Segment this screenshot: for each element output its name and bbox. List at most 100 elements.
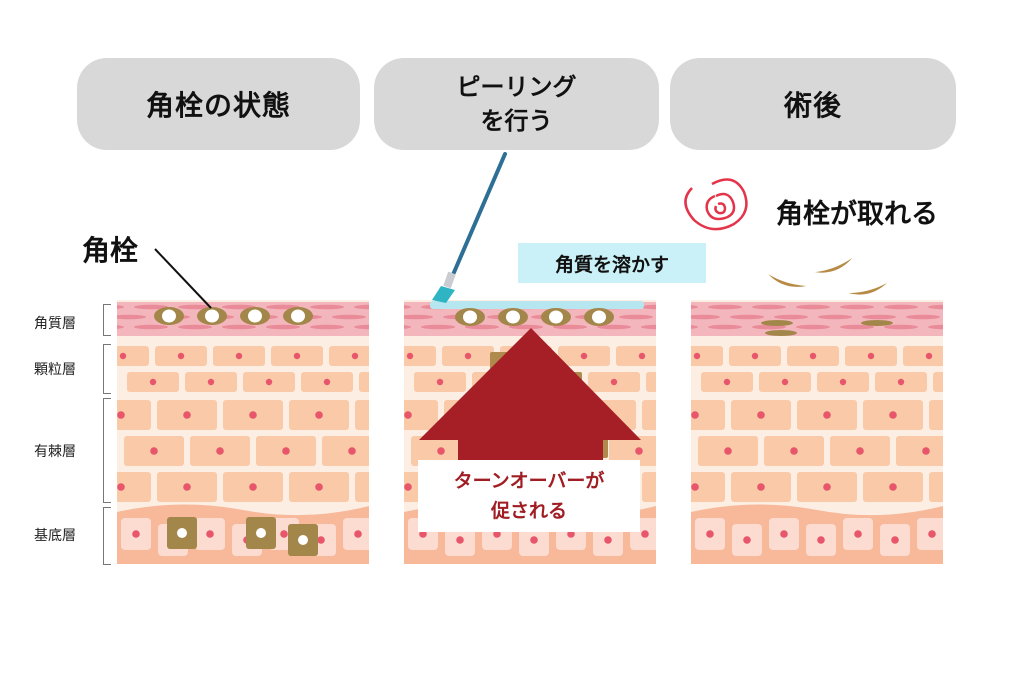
spinous-cell — [929, 472, 943, 502]
corneum-cell-line — [222, 324, 256, 330]
spinous-nucleus — [691, 411, 699, 419]
brush-icon — [432, 152, 507, 303]
granular-nucleus — [177, 352, 185, 360]
granular-cell — [359, 372, 369, 392]
corneum-cell-line — [553, 324, 587, 330]
corneum-cell-line — [178, 324, 212, 330]
basal-nucleus — [641, 530, 649, 538]
granular-nucleus — [897, 378, 905, 386]
basal-nucleus — [530, 536, 538, 544]
spinous-cell — [691, 400, 725, 430]
basal-nucleus — [456, 536, 464, 544]
corneum-cell-line — [840, 304, 874, 310]
granular-nucleus — [464, 352, 472, 360]
spinous-nucleus — [724, 447, 732, 455]
bracket-basal — [103, 507, 111, 565]
corneum-cell-line — [465, 324, 499, 330]
spinous-nucleus — [117, 483, 125, 491]
basal-nucleus — [317, 536, 325, 544]
header-before-label: 角栓の状態 — [145, 89, 291, 122]
corneum-cell-line — [421, 324, 455, 330]
spinous-nucleus — [315, 483, 323, 491]
spinous-nucleus — [249, 411, 257, 419]
spinous-nucleus — [216, 447, 224, 455]
plug-callout: 角栓 — [82, 234, 139, 267]
granular-nucleus — [925, 352, 933, 360]
corneum-cell-line — [862, 314, 896, 320]
pigment-cell-core — [298, 535, 308, 545]
header-after-label: 術後 — [783, 89, 842, 122]
header-peeling-line1: ピーリング — [456, 73, 577, 101]
spinous-cell — [896, 436, 943, 466]
basal-nucleus — [493, 530, 501, 538]
granular-nucleus — [867, 352, 875, 360]
granular-nucleus — [293, 352, 301, 360]
dissolve-callout: 角質を溶かす — [518, 243, 706, 283]
corneum-cell-line — [708, 324, 742, 330]
turnover-line2: 促される — [490, 500, 567, 522]
corneum-cell-line — [691, 305, 698, 309]
granular-nucleus — [436, 378, 444, 386]
granular-cell — [616, 346, 656, 366]
corneum-cell-line — [117, 305, 124, 309]
spinous-nucleus — [150, 447, 158, 455]
spinous-nucleus — [889, 411, 897, 419]
spinous-nucleus — [348, 447, 356, 455]
plug-flake-floating — [768, 274, 807, 287]
spinous-nucleus — [183, 483, 191, 491]
corneum-cell-line — [928, 324, 943, 330]
basal-nucleus — [567, 530, 575, 538]
corneum-cell-line — [332, 314, 366, 320]
layer-label-corneum: 角質層 — [34, 316, 76, 332]
header-peeling: ピーリング を行う — [374, 58, 659, 150]
granular-cell — [117, 346, 149, 366]
spinous-nucleus — [856, 447, 864, 455]
bracket-granular — [103, 344, 111, 394]
swirl-mid — [705, 192, 736, 221]
spinous-cell — [642, 400, 656, 430]
granular-nucleus — [809, 352, 817, 360]
granular-nucleus — [149, 378, 157, 386]
spinous-nucleus — [404, 411, 412, 419]
spinous-nucleus — [823, 411, 831, 419]
spinous-cell — [117, 472, 151, 502]
spinous-nucleus — [117, 411, 125, 419]
spinous-nucleus — [315, 411, 323, 419]
brush-handle — [450, 152, 507, 279]
corneum-cell-line — [796, 324, 830, 330]
corneum-cell-line — [884, 304, 918, 310]
corneum-cell-line — [906, 314, 940, 320]
spinous-nucleus — [922, 447, 930, 455]
granular-nucleus — [265, 378, 273, 386]
granular-cell — [329, 346, 369, 366]
corneum-cell-line — [730, 314, 764, 320]
basal-nucleus — [132, 530, 140, 538]
spinous-cell — [355, 472, 369, 502]
spinous-nucleus — [691, 483, 699, 491]
corneum-cell-line — [354, 304, 369, 310]
basal-nucleus — [354, 530, 362, 538]
keratin-plug-core — [549, 310, 563, 324]
header-peeling-line2: を行う — [480, 107, 553, 135]
spinous-nucleus — [404, 483, 412, 491]
granular-nucleus — [207, 378, 215, 386]
corneum-cell-line — [178, 304, 212, 310]
corneum-cell-line — [222, 304, 256, 310]
arrow-up-icon — [419, 328, 641, 460]
corneum-cell-line — [818, 314, 852, 320]
spinous-nucleus — [249, 483, 257, 491]
corneum-cell-line — [708, 304, 742, 310]
basal-nucleus — [706, 530, 714, 538]
plug-flake-floating — [848, 282, 888, 295]
granular-nucleus — [235, 352, 243, 360]
spinous-nucleus — [282, 447, 290, 455]
granular-nucleus — [839, 378, 847, 386]
spinous-nucleus — [668, 411, 676, 419]
granular-cell — [646, 372, 656, 392]
spinous-nucleus — [823, 483, 831, 491]
basal-nucleus — [280, 530, 288, 538]
corneum-cell-line — [597, 324, 631, 330]
spinous-cell — [117, 400, 151, 430]
granular-cell — [903, 346, 943, 366]
plug-leader-line — [154, 248, 212, 309]
